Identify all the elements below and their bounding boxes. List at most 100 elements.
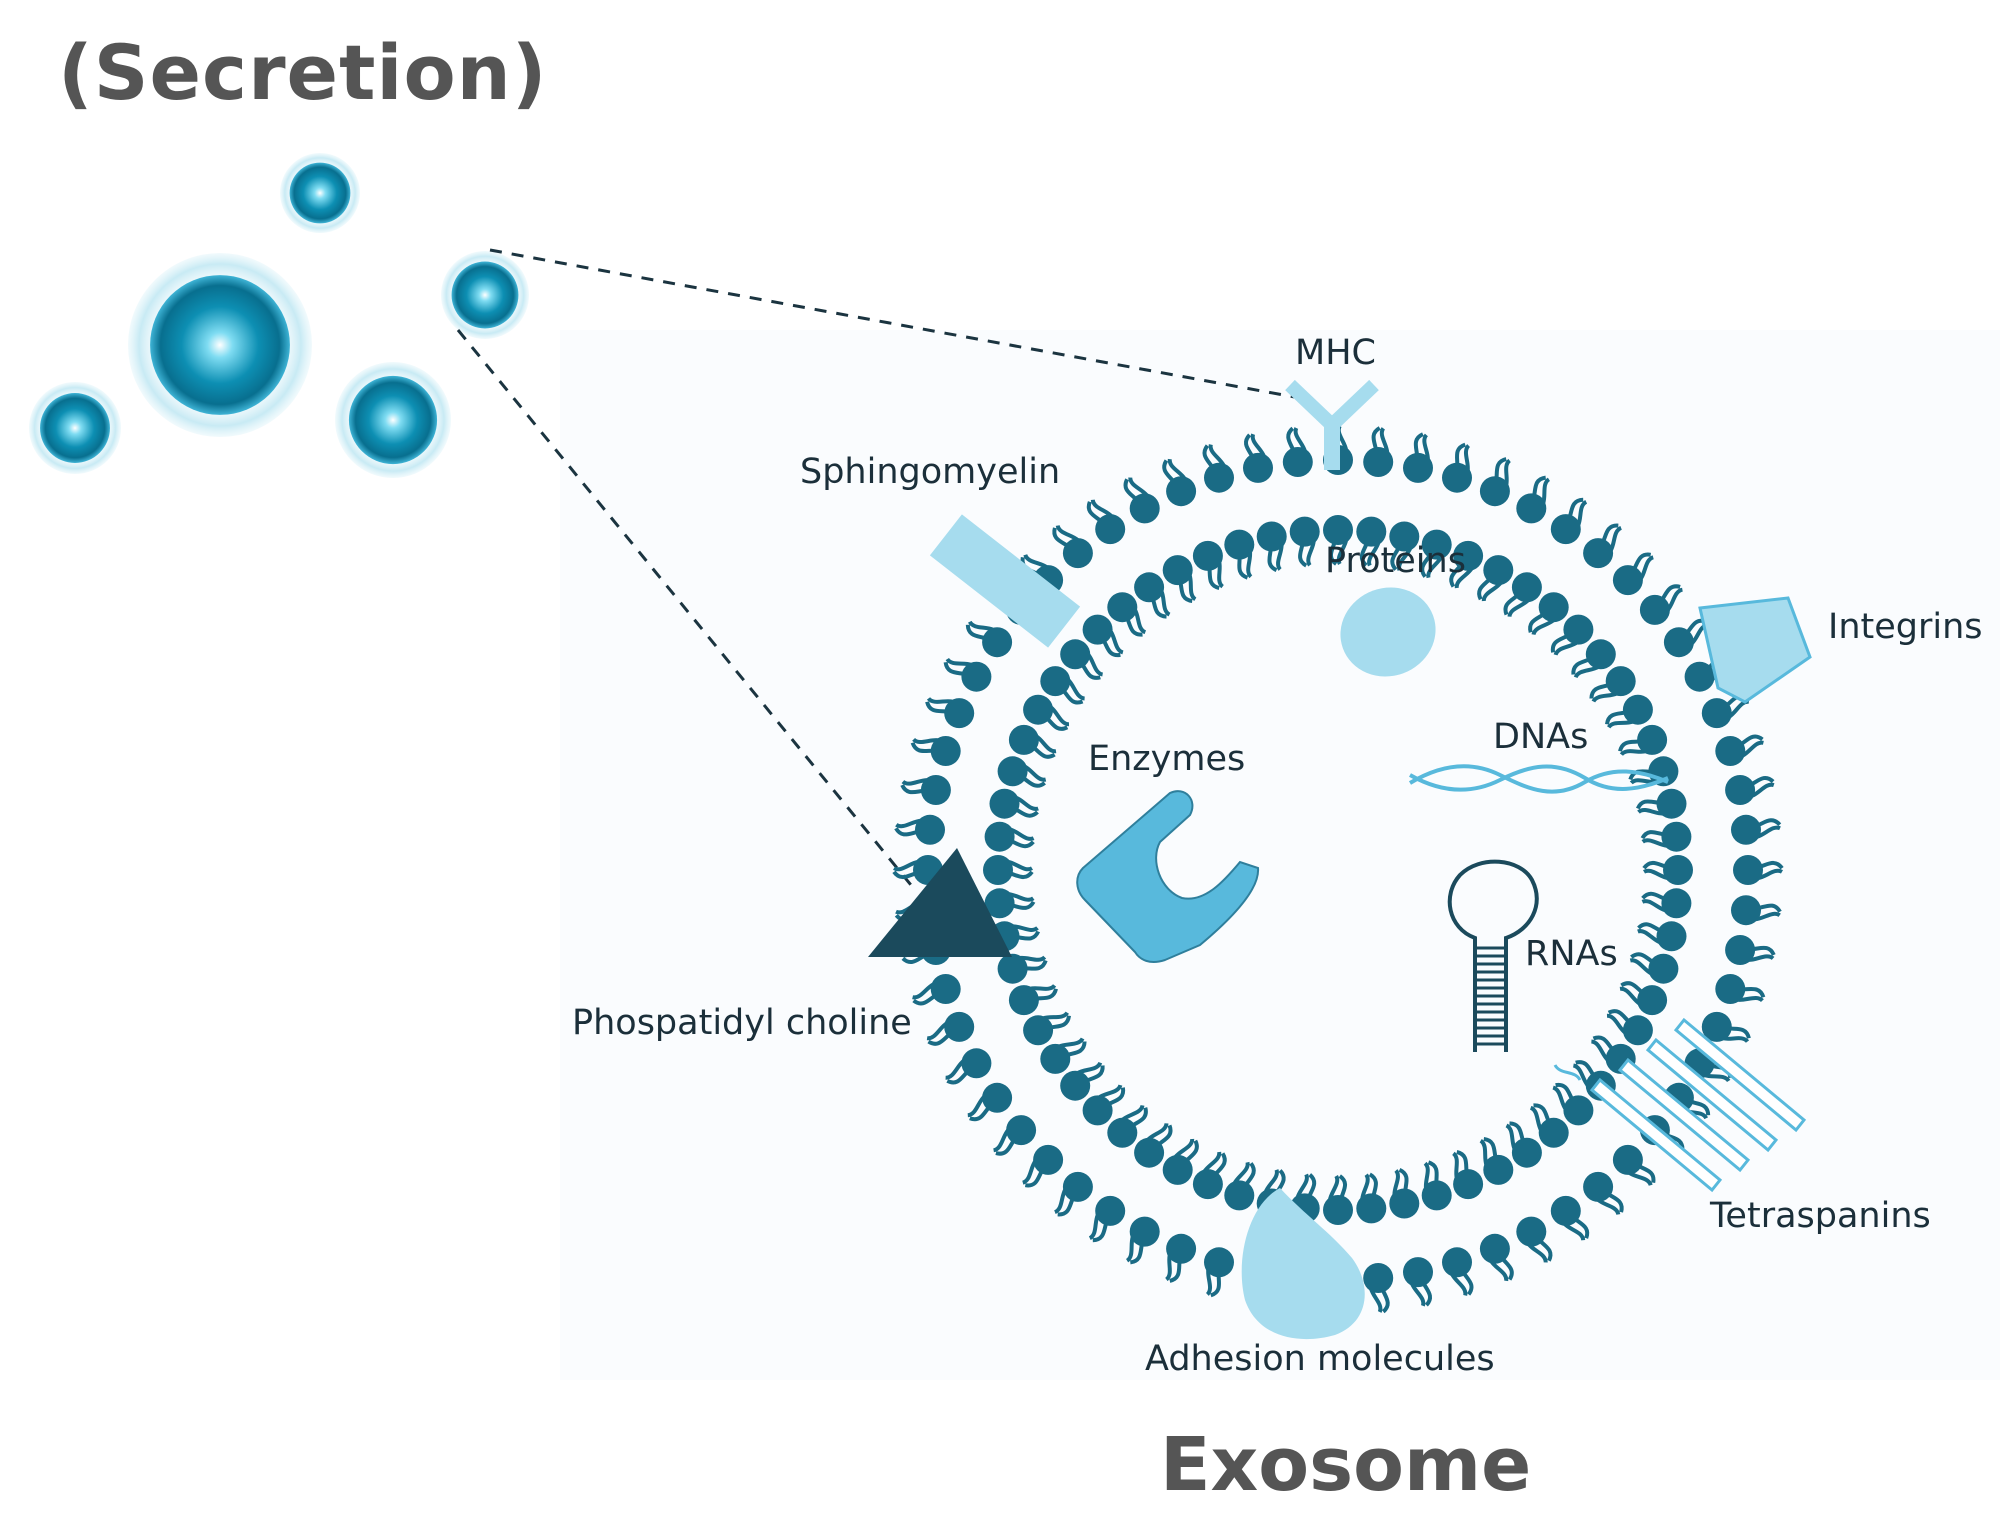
tetraspanin-icon [1553, 1017, 1807, 1193]
lipid-head-inner [1637, 724, 1668, 755]
lipid-head-outer [1733, 855, 1763, 885]
lipid-head-inner [1605, 666, 1636, 697]
lipid-head-outer [1612, 1144, 1643, 1175]
lipid-head-inner [1107, 1117, 1138, 1148]
lipid-head-inner [984, 888, 1015, 919]
lipid-head-outer [920, 775, 951, 805]
lipid-head-outer [930, 736, 961, 766]
lipid-head-outer [1612, 565, 1643, 596]
zoom-line-top [489, 248, 1301, 400]
lipid-head-outer [930, 974, 961, 1004]
lipid-head-inner [1453, 540, 1484, 571]
lipid-head-inner [1511, 572, 1542, 603]
lipid-head-outer [1204, 462, 1234, 493]
lipid-head-outer [1663, 627, 1694, 658]
lipid-head-inner [1538, 1117, 1569, 1148]
lipid-head-inner [1389, 1188, 1420, 1219]
lipid-head-outer [1725, 775, 1756, 805]
integrin-icon [1698, 596, 1812, 704]
tetraspanin-helix [1589, 1077, 1723, 1193]
lipid-head-outer [1129, 1216, 1160, 1247]
lipid-head-outer [1550, 1195, 1581, 1226]
sphingomyelin-label: Sphingomyelin [800, 452, 1060, 492]
lipid-head-outer [1516, 493, 1547, 524]
lipid-head-outer [1684, 661, 1715, 692]
vesicle-core [451, 261, 519, 329]
lipid-head-outer [982, 1082, 1013, 1113]
rna-icon [1447, 859, 1539, 1052]
rnas-label: RNAs [1525, 934, 1618, 974]
lipid-head-inner [1082, 614, 1113, 645]
lipid-head-outer [1363, 1263, 1394, 1293]
exosome-heading: Exosome [1160, 1422, 1532, 1508]
lipid-head-outer [1403, 452, 1433, 483]
lipid-head-inner [1289, 516, 1320, 547]
dnas-label: DNAs [1493, 717, 1588, 757]
lipid-head-outer [1363, 447, 1394, 477]
lipid-head-inner [1256, 521, 1287, 552]
lipid-head-outer [1715, 974, 1746, 1004]
lipid-head-inner [1323, 1195, 1353, 1225]
lipid-head-inner [1483, 1154, 1514, 1185]
lipid-head-inner [1538, 592, 1569, 623]
lipid-head-outer [1550, 514, 1581, 545]
lipid-head-inner [1040, 666, 1071, 697]
lipid-head-inner [984, 821, 1015, 852]
lipid-head-outer [1731, 814, 1761, 845]
lipid-head-inner [1656, 788, 1687, 819]
lipid-head-outer [1442, 462, 1472, 493]
lipid-head-inner [1192, 540, 1223, 571]
lipid-head-inner [1389, 521, 1420, 552]
lipid-head-inner [1162, 1154, 1193, 1185]
lipid-head-inner [1421, 1180, 1452, 1211]
lipid-head-inner [1134, 1137, 1165, 1168]
vesicle-core [348, 375, 438, 465]
lipid-head-outer [1166, 1233, 1197, 1264]
secreted-vesicles [29, 153, 529, 478]
lipid-head-inner [1661, 821, 1692, 852]
lipid-head-inner [983, 855, 1013, 885]
lipid-head-outer [1062, 1171, 1093, 1202]
lipid-head-outer [982, 627, 1013, 658]
vesicle-core [40, 393, 110, 463]
enzymes-label: Enzymes [1088, 739, 1245, 779]
lipid-head-outer [1479, 1233, 1510, 1264]
lipid-head-inner [1453, 1169, 1484, 1200]
lipid-head-inner [989, 788, 1020, 819]
lipid-head-inner [1663, 855, 1693, 885]
adhesion-molecules-label: Adhesion molecules [1145, 1339, 1495, 1379]
lipid-head-inner [1023, 694, 1054, 725]
lipid-head-outer [1583, 538, 1614, 569]
lipid-head-outer [1282, 447, 1313, 477]
lipid-head-outer [1715, 736, 1746, 766]
lipid-head-inner [1648, 953, 1679, 984]
lipid-head-outer [961, 1048, 992, 1079]
lipid-head-inner [1421, 529, 1452, 560]
lipid-head-inner [1511, 1137, 1542, 1168]
vesicle-core [289, 162, 351, 224]
mhc-label: MHC [1295, 333, 1376, 373]
lipid-head-inner [1107, 592, 1138, 623]
lipid-head-inner [1060, 639, 1091, 670]
lipid-head-inner [1356, 516, 1387, 547]
lipid-head-outer [1639, 594, 1670, 625]
lipid-head-outer [1204, 1247, 1234, 1278]
lipid-head-inner [1224, 529, 1255, 560]
lipid-head-outer [944, 1011, 975, 1042]
lipid-head-outer [1583, 1171, 1614, 1202]
lipid-head-inner [1040, 1043, 1071, 1074]
lipid-head-inner [1008, 985, 1039, 1016]
lipid-head-outer [1403, 1257, 1433, 1288]
lipid-head-inner [1563, 1095, 1594, 1126]
lipid-head-inner [1585, 639, 1616, 670]
lipid-head-outer [1166, 476, 1197, 507]
proteins-label: Proteins [1325, 541, 1466, 581]
tetraspanin-helix [1673, 1017, 1807, 1133]
lipid-head-outer [961, 661, 992, 692]
zoom-line-bottom [456, 329, 917, 891]
lipid-head-outer [1516, 1216, 1547, 1247]
lipid-head-outer [1479, 476, 1510, 507]
lipid-head-inner [1224, 1180, 1255, 1211]
lipid-head-inner [1008, 724, 1039, 755]
lipid-head-inner [1661, 888, 1692, 919]
